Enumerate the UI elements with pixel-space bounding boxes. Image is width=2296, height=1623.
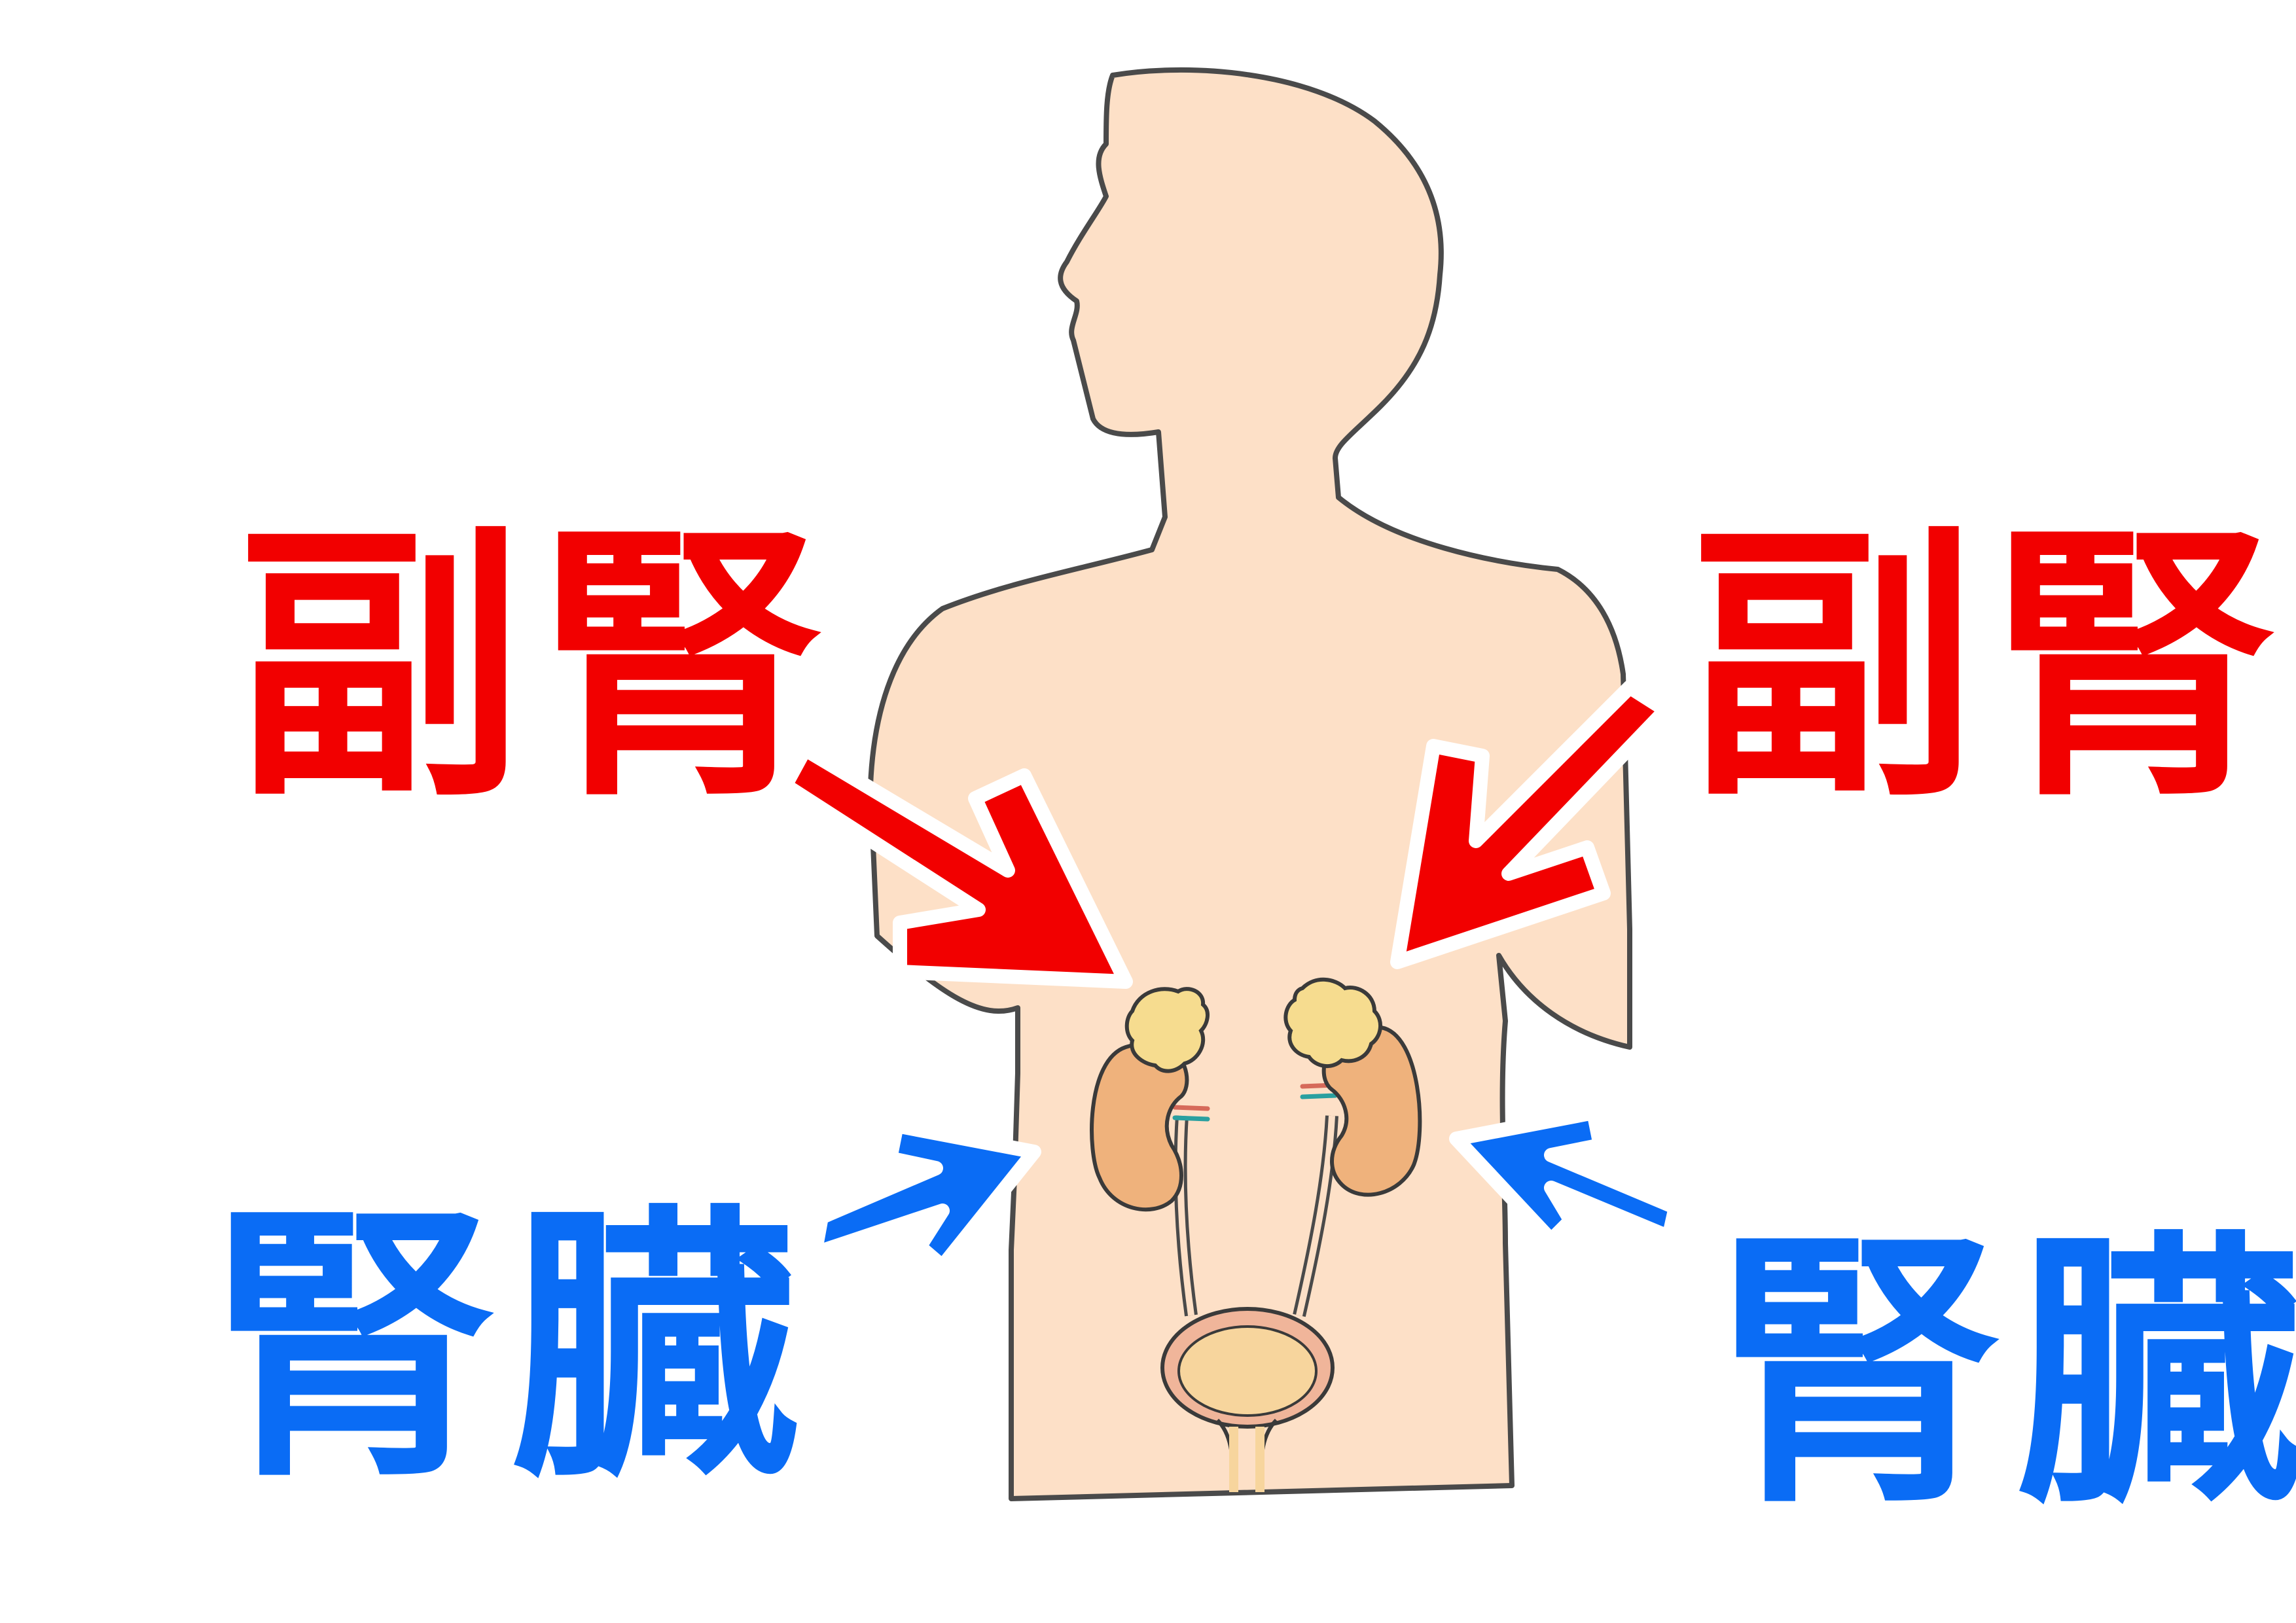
adrenal-label-left: 副腎 xyxy=(236,500,838,835)
adrenal-gland-right xyxy=(1283,977,1383,1069)
kidney-arrow-right xyxy=(1449,1105,1683,1247)
kidney-label-right: 腎臓 xyxy=(1715,1207,2296,1542)
red-arrow-icon xyxy=(1390,680,1673,969)
kidney-label-left: 腎臓 xyxy=(209,1181,812,1516)
blue-arrow-icon xyxy=(808,1118,1041,1274)
adrenal-label-right: 副腎 xyxy=(1689,500,2291,835)
body-silhouette xyxy=(868,67,1632,1501)
kidney-arrow-left xyxy=(808,1118,1041,1274)
blue-arrow-icon xyxy=(1449,1105,1683,1247)
renal-vessels-left xyxy=(1172,1105,1210,1122)
adrenal-gland-left xyxy=(1124,987,1210,1073)
ureter-right-fill xyxy=(1296,1115,1335,1317)
adrenal-arrow-right xyxy=(1390,680,1673,969)
bladder xyxy=(1160,1307,1335,1493)
ureter-left-fill xyxy=(1177,1115,1194,1316)
adrenal-arrow-left xyxy=(778,742,1133,989)
red-arrow-icon xyxy=(778,742,1133,989)
